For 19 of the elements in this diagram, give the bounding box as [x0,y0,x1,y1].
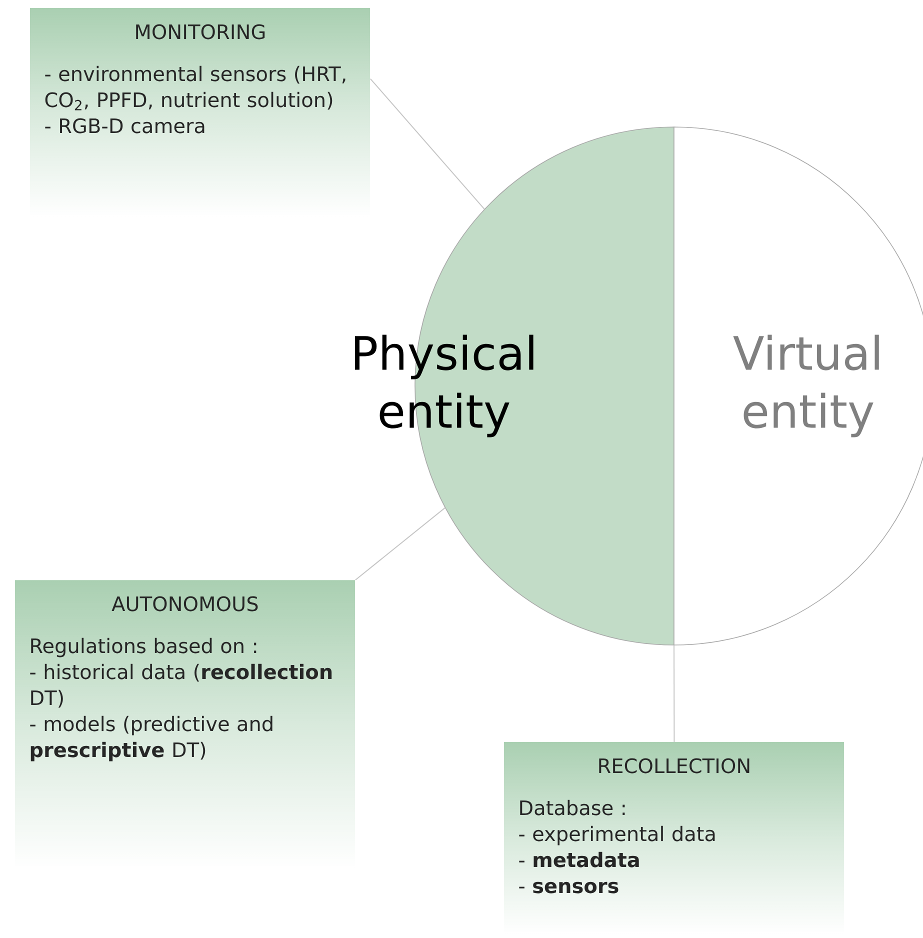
box-heading: AUTONOMOUS [112,596,258,612]
box-heading: MONITORING [136,24,265,40]
box-text: - metadata [519,852,639,868]
box-text: - sensors [519,882,618,894]
entity-label: Physical entity [354,334,534,438]
box-text: Database : [520,800,625,816]
connector-line [674,644,675,742]
box-text: - experimental data [519,826,715,846]
entity-label: Virtual entity [733,334,879,438]
connector-line [370,78,485,210]
half-circle [354,126,674,646]
box-text: - environmental sensors (HRT, CO$_{2}$, PPFD, nutrient solution) [45,66,346,110]
box-text: - historical data (recollection DT) [30,664,332,708]
box-text: Regulations based on : [31,638,256,658]
box-text: - models (predictive and prescriptive DT) [30,716,272,762]
box-heading: RECOLLECTION [599,758,750,774]
half-circle [674,126,923,646]
connector-line [354,507,446,580]
box-text: - RGB-D camera [45,118,204,134]
